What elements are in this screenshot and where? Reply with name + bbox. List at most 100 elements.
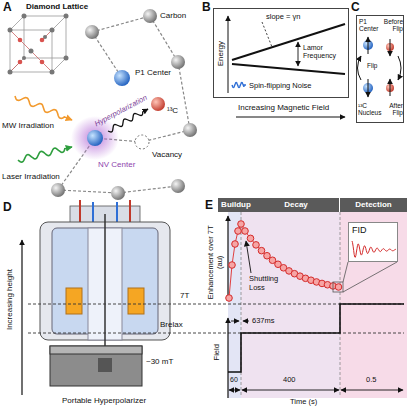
data-point	[226, 221, 342, 302]
lattice-bond	[92, 32, 122, 78]
timing-arrow	[341, 390, 403, 391]
lattice-inset	[24, 16, 66, 58]
carbon-atom	[111, 186, 125, 200]
carbon-atom	[171, 179, 185, 193]
zoom-box	[333, 282, 343, 292]
panel-letter: C	[351, 1, 360, 15]
figure-label: Carbon	[160, 11, 186, 20]
node-text: Spin-flipping Noise	[249, 82, 312, 91]
fid-inset: FID	[348, 222, 398, 262]
laser-wave	[18, 147, 72, 162]
nv-center	[87, 130, 103, 146]
field-arrow	[236, 117, 345, 118]
node-text: Buildup	[221, 200, 251, 209]
timing-arrow	[229, 241, 403, 390]
figure-label: 0.5	[366, 376, 376, 385]
node-text: Flip	[367, 62, 377, 69]
magnet-cryostat	[40, 200, 170, 348]
figure-label: Portable Hyperpolarizer	[62, 396, 146, 405]
hyperpolarizer-box	[50, 346, 142, 386]
spin-arrow	[358, 37, 402, 97]
figure-label: Vacancy	[152, 150, 182, 159]
lattice-inset	[52, 58, 66, 72]
phase-tint	[228, 212, 241, 398]
lattice-bond	[58, 190, 118, 193]
lattice-atom	[40, 38, 45, 43]
lattice-atom	[64, 56, 69, 61]
figure-label: (au)	[217, 255, 226, 268]
panel-letter: Diamond Lattice	[26, 2, 88, 11]
lattice-atom	[22, 56, 26, 60]
lattice-atom	[29, 49, 34, 54]
node-text: ¹³C Nucleus	[358, 102, 383, 117]
figure-label: Brelax	[160, 320, 183, 329]
figure-label: Increasing Magnetic Field	[238, 103, 329, 112]
figure-label: Enhancement over 7T	[207, 225, 216, 299]
lattice-atom	[8, 70, 13, 75]
zoom-box	[333, 262, 397, 292]
lattice-atom	[50, 28, 55, 33]
lattice-atom	[50, 70, 55, 75]
zeeman-plot	[262, 22, 272, 47]
data-point	[226, 295, 233, 302]
figure-label: NV Center	[98, 160, 135, 169]
figure-label: 7T	[180, 291, 189, 300]
data-point	[229, 262, 236, 269]
lattice-inset	[52, 16, 66, 30]
magnet-cryostat	[104, 214, 106, 348]
lattice-atom	[18, 38, 23, 43]
mw-wave	[15, 96, 72, 120]
lattice-atom	[22, 14, 27, 19]
p1-center	[114, 70, 130, 86]
spin-arrow	[368, 79, 369, 97]
lattice-bond	[178, 62, 190, 130]
data-point	[238, 221, 245, 228]
panel-letter: A	[3, 1, 12, 15]
panel-frame: P1 CenterBefore FlipFlip¹³C NucleusAfter…	[356, 15, 404, 123]
plot-axis	[227, 318, 228, 398]
node-text: P1 Center	[359, 18, 381, 33]
timing-arrow	[229, 390, 240, 391]
c13-nucleus	[151, 97, 165, 111]
phase-tint	[228, 212, 407, 398]
spin-arrow	[398, 56, 401, 80]
phase-header: Decay	[253, 198, 339, 212]
carbon-atom	[183, 123, 197, 137]
hyperpolarizer-box	[98, 358, 112, 372]
node-text: Energy	[216, 41, 225, 66]
figure-label: Field	[213, 344, 222, 360]
panel-letter: E	[205, 199, 213, 213]
zeeman-plot	[298, 42, 299, 66]
data-point	[253, 242, 260, 249]
lattice-bond	[58, 16, 190, 193]
hyperpolarizer-box	[50, 346, 142, 354]
panel-letter: D	[3, 201, 12, 215]
phase-divider	[241, 212, 340, 395]
field-level-line	[28, 304, 404, 333]
panel-frame: Energyslope = γnLamor FrequencySpin-flip…	[213, 8, 349, 98]
lattice-inset	[10, 16, 66, 72]
spin-arrow	[390, 79, 391, 96]
node-text: slope = γn	[266, 13, 300, 22]
lattice-inset	[10, 30, 52, 72]
node-text: Detection	[355, 200, 391, 209]
figure-label: 637ms	[252, 317, 275, 326]
lattice-inset	[10, 58, 24, 72]
magnet-cryostat	[128, 288, 144, 314]
panel-letter: B	[202, 1, 211, 15]
data-point	[335, 284, 342, 291]
data-point	[235, 228, 242, 235]
plot-axis	[227, 216, 228, 300]
zeeman-plot	[228, 16, 229, 93]
field-step	[228, 304, 404, 372]
figure-label: MW Irradiation	[2, 121, 54, 130]
lattice-atom	[8, 28, 13, 33]
field-level-line	[28, 333, 404, 334]
noise-wave	[232, 83, 246, 88]
carbon-atom	[85, 25, 99, 39]
figure-label: ~30 mT	[146, 357, 173, 366]
hyperpolarizer-box	[50, 346, 142, 386]
phase-header: Detection	[340, 198, 407, 212]
timing-arrow	[246, 241, 251, 273]
